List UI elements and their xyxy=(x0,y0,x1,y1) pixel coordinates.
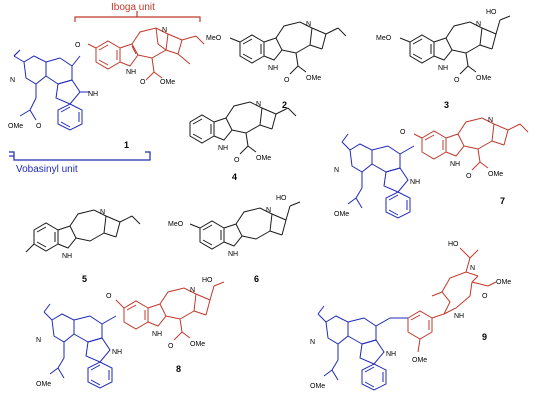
c4-o: O xyxy=(234,157,240,164)
c3-o: O xyxy=(454,77,460,84)
compound-number-8: 8 xyxy=(176,364,181,374)
compound-number-7: 7 xyxy=(500,196,505,206)
c7-ome: OMe xyxy=(488,171,503,178)
c9-ome2: OMe xyxy=(412,357,427,364)
c9-o: O xyxy=(482,293,488,300)
compound-8: O N HO NH O OMe N NH OMe 8 xyxy=(36,277,225,389)
ome-atom: OMe xyxy=(160,79,175,86)
n-atom-vob: N xyxy=(10,77,15,84)
c6-nh: NH xyxy=(228,251,238,258)
c8-nh: NH xyxy=(152,331,162,338)
c8-o: O xyxy=(106,293,112,300)
c2-n: N xyxy=(306,21,311,28)
c9-nh: NH xyxy=(454,313,464,320)
c3-nh: NH xyxy=(438,65,448,72)
o-carbonyl-atom: O xyxy=(140,79,146,86)
c7-n-vob: N xyxy=(334,167,339,174)
c8-ho: HO xyxy=(202,277,213,284)
c9-ome-vob: OMe xyxy=(310,383,325,390)
c5-nh: NH xyxy=(62,253,72,260)
c4-ome: OMe xyxy=(256,155,271,162)
c8-n: N xyxy=(190,287,195,294)
o-atom: O xyxy=(75,42,81,49)
c9-ho: HO xyxy=(448,241,459,248)
vobasinyl-bracket xyxy=(9,151,151,161)
c9-n-vob: N xyxy=(310,339,315,346)
c4-n: N xyxy=(256,101,261,108)
c7-o2: O xyxy=(466,173,472,180)
c7-n: N xyxy=(488,117,493,124)
nh-atom: NH xyxy=(126,69,136,76)
compound-3 xyxy=(399,15,511,75)
compound-2 xyxy=(229,21,347,75)
c6-meo: MeO xyxy=(168,221,184,228)
c7-ome-vob: OMe xyxy=(334,211,349,218)
c3-n: N xyxy=(476,21,481,28)
c8-ome: OMe xyxy=(190,341,205,348)
c7-nh-vob: NH xyxy=(410,179,420,186)
vobasinyl-unit-label: Vobasinyl unit xyxy=(16,164,78,175)
c2-nh: NH xyxy=(268,65,278,72)
n4-atom: N xyxy=(162,27,167,34)
compound-6 xyxy=(189,201,301,250)
compound-number-2: 2 xyxy=(282,100,287,110)
compound-number-9: 9 xyxy=(482,332,487,342)
c3-ho: HO xyxy=(486,9,497,16)
iboga-unit-label: Iboga unit xyxy=(111,2,155,13)
c9-nh-vob: NH xyxy=(386,351,396,358)
nh-atom-vob: NH xyxy=(88,91,98,98)
c2-o: O xyxy=(284,77,290,84)
c8-n-vob: N xyxy=(36,337,41,344)
compound-5 xyxy=(25,209,141,253)
c6-ho: HO xyxy=(276,195,287,202)
c6-n: N xyxy=(266,207,271,214)
c9-n: N xyxy=(470,265,475,272)
c7-o: O xyxy=(400,129,406,136)
ome-atom-vob: OMe xyxy=(8,123,23,130)
c8-ome-vob: OMe xyxy=(36,381,51,388)
c2-meo: MeO xyxy=(206,35,222,42)
compound-number-6: 6 xyxy=(254,274,259,284)
compound-7: O N NH O OMe N NH OMe 7 xyxy=(334,117,529,219)
c3-ome: OMe xyxy=(476,75,491,82)
c7-nh: NH xyxy=(450,161,460,168)
compound-number-1: 1 xyxy=(124,140,129,150)
compound-number-5: 5 xyxy=(82,274,87,284)
compound-1: Iboga unit Vobasinyl unit xyxy=(8,2,205,175)
compound-number-3: 3 xyxy=(444,100,449,110)
c3-meo: MeO xyxy=(376,35,392,42)
c5-n: N xyxy=(100,209,105,216)
c4-nh: NH xyxy=(218,145,228,152)
c8-nh-vob: NH xyxy=(112,349,122,356)
compound-number-4: 4 xyxy=(232,172,237,182)
c8-o2: O xyxy=(168,343,174,350)
iboga-bracket xyxy=(74,16,201,22)
o-atom-vob: O xyxy=(36,123,42,130)
compound-4 xyxy=(189,101,297,155)
c9-ome: OMe xyxy=(496,279,511,286)
c2-ome: OMe xyxy=(306,75,321,82)
compound-9: N HO OMe O NH OMe N NH O xyxy=(310,241,511,391)
